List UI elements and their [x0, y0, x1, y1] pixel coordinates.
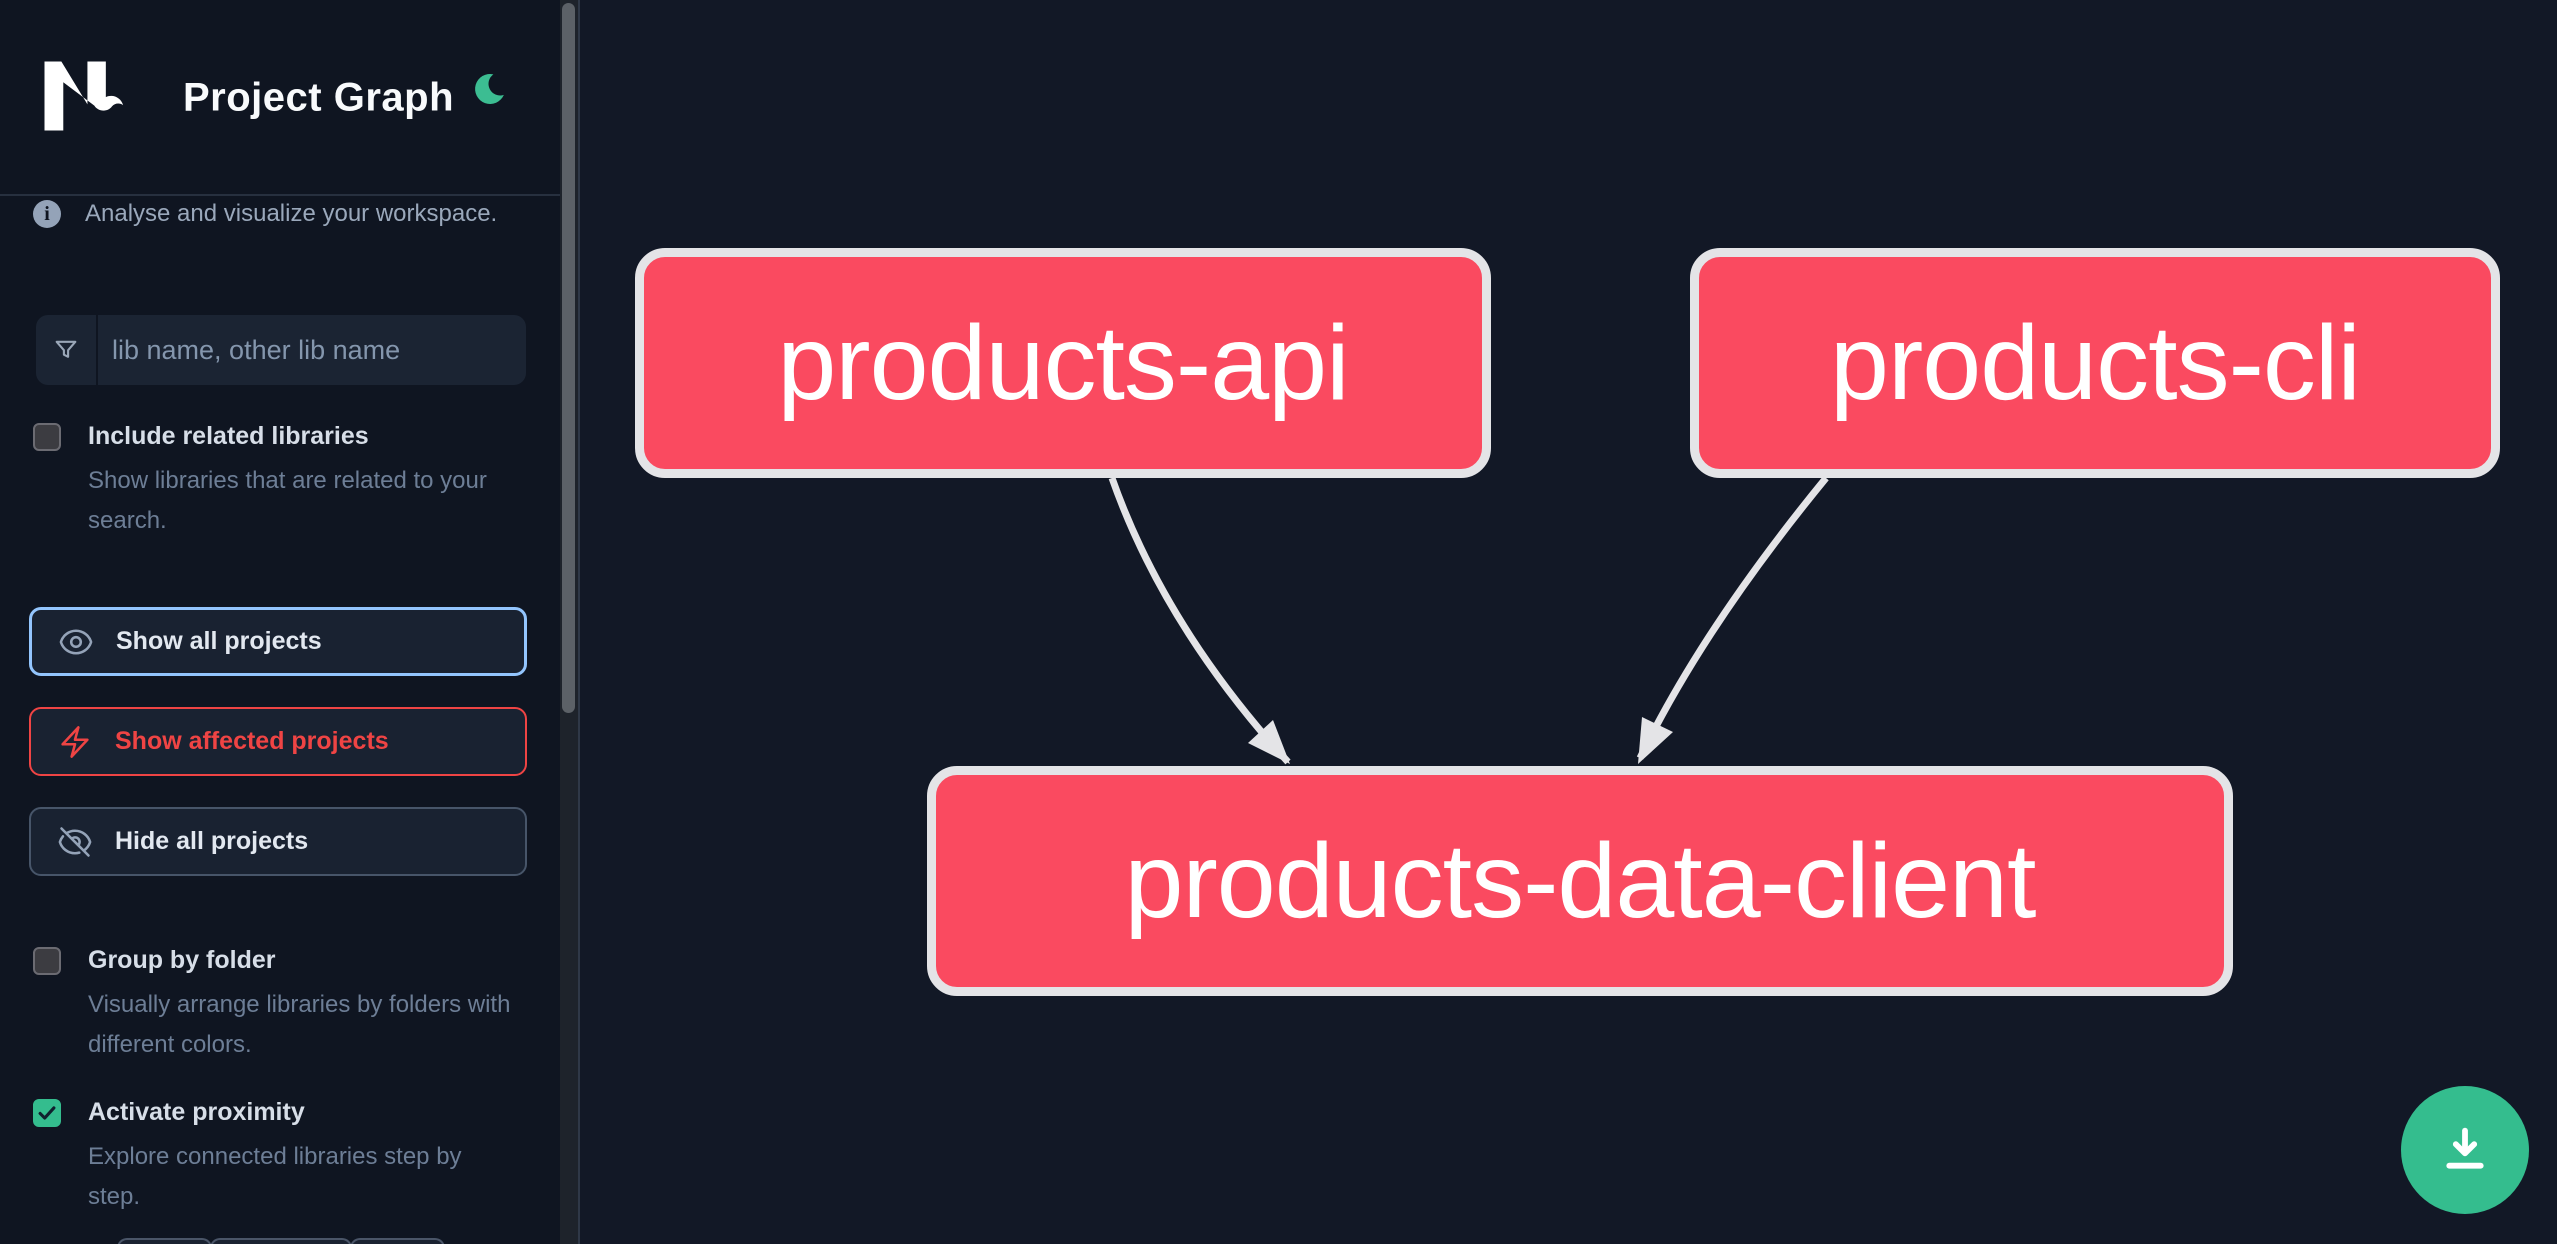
graph-node-products-data-client[interactable]: products-data-client: [927, 766, 2233, 996]
button-label: Show all projects: [116, 627, 322, 655]
sidebar-header: Project Graph: [0, 0, 560, 195]
eye-icon: [59, 628, 93, 655]
node-label: products-data-client: [1124, 821, 2037, 940]
button-label: Hide all projects: [115, 827, 309, 855]
button-label: Show affected projects: [115, 727, 389, 755]
checkbox-label: Activate proximity: [88, 1098, 305, 1126]
stepper-segment[interactable]: [117, 1238, 212, 1244]
edge-products-api-to-data-client: [1108, 476, 1291, 765]
checkbox-label: Include related libraries: [88, 422, 369, 450]
option-group-by-folder: Group by folder Visually arrange librari…: [33, 946, 527, 1065]
download-icon: [2446, 1127, 2484, 1169]
eye-off-icon: [58, 826, 92, 857]
sidebar: Project Graph i Analyse and visualize yo…: [0, 0, 560, 1244]
checkbox-label: Group by folder: [88, 946, 276, 974]
app-title: Project Graph: [183, 75, 455, 119]
sidebar-scrollbar-track[interactable]: [560, 0, 578, 1244]
node-label: products-api: [777, 303, 1349, 422]
graph-node-products-cli[interactable]: products-cli: [1690, 248, 2500, 478]
checkbox-include-related-libraries[interactable]: [33, 422, 61, 451]
checkbox-description: Show libraries that are related to your …: [88, 467, 487, 534]
show-affected-projects-button[interactable]: Show affected projects: [29, 707, 527, 776]
graph-canvas[interactable]: products-api products-cli products-data-…: [578, 0, 2557, 1244]
checkbox-group-by-folder[interactable]: [33, 946, 61, 975]
filter-search-box: [36, 315, 526, 385]
search-input[interactable]: [98, 315, 526, 385]
proximity-stepper-partial[interactable]: [117, 1238, 445, 1244]
option-include-related-libraries: Include related libraries Show libraries…: [33, 422, 527, 541]
tagline-row: i Analyse and visualize your workspace.: [33, 200, 497, 228]
nx-logo: [44, 61, 124, 131]
arrowhead-left: [1248, 720, 1290, 764]
header-divider: [0, 194, 560, 196]
option-activate-proximity: Activate proximity Explore connected lib…: [33, 1098, 527, 1217]
checkbox-activate-proximity[interactable]: [33, 1098, 61, 1127]
sidebar-scrollbar-thumb[interactable]: [562, 3, 575, 713]
bolt-icon: [61, 725, 89, 758]
moon-icon[interactable]: [470, 69, 510, 109]
checkbox-description: Visually arrange libraries by folders wi…: [88, 991, 511, 1058]
dependency-edges: [1108, 475, 1829, 765]
info-icon: i: [33, 200, 61, 228]
stepper-segment[interactable]: [350, 1238, 445, 1244]
node-label: products-cli: [1830, 303, 2361, 422]
graph-node-products-api[interactable]: products-api: [635, 248, 1491, 478]
arrowhead-right: [1638, 717, 1673, 764]
stepper-segment[interactable]: [210, 1238, 352, 1244]
tagline-text: Analyse and visualize your workspace.: [85, 200, 498, 227]
hide-all-projects-button[interactable]: Hide all projects: [29, 807, 527, 876]
funnel-icon: [36, 315, 98, 385]
checkbox-description: Explore connected libraries step by step…: [88, 1143, 462, 1210]
download-image-button[interactable]: [2401, 1086, 2529, 1214]
show-all-projects-button[interactable]: Show all projects: [29, 607, 527, 676]
edge-products-cli-to-data-client: [1636, 475, 1829, 760]
